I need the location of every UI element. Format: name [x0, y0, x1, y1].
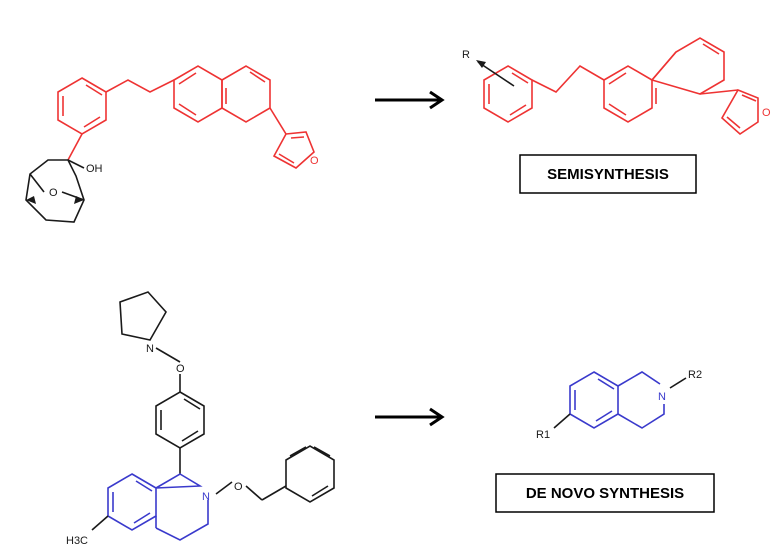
bottom-left-molecule [91, 291, 335, 541]
r1-label: R1 [536, 429, 550, 441]
r2-label: R2 [688, 369, 702, 381]
r-label: R [462, 49, 470, 61]
methyl-label: H3C [66, 535, 88, 547]
bottom-reaction-arrow [375, 407, 445, 427]
benzyl-oxygen-label: O [234, 481, 243, 493]
oh-label: OH [86, 163, 103, 175]
bridge-oxygen-label: O [49, 187, 58, 199]
top-right-molecule [476, 37, 759, 136]
scaffold-n-label: N [658, 391, 666, 403]
ether-oxygen-label: O [176, 363, 185, 375]
furan-oxygen-label-right: O [762, 107, 771, 119]
thiq-n-label: N [202, 491, 210, 503]
thiq-scaffold [553, 371, 687, 429]
de-novo-box [495, 473, 715, 513]
semisynthesis-label: SEMISYNTHESIS [547, 166, 669, 183]
semisynthesis-box [519, 154, 697, 194]
pyrrolidine-n-label: N [146, 343, 154, 355]
de-novo-label: DE NOVO SYNTHESIS [526, 485, 684, 502]
furan-oxygen-label-left: O [310, 155, 319, 167]
top-left-molecule [25, 65, 315, 223]
top-reaction-arrow [375, 90, 445, 110]
